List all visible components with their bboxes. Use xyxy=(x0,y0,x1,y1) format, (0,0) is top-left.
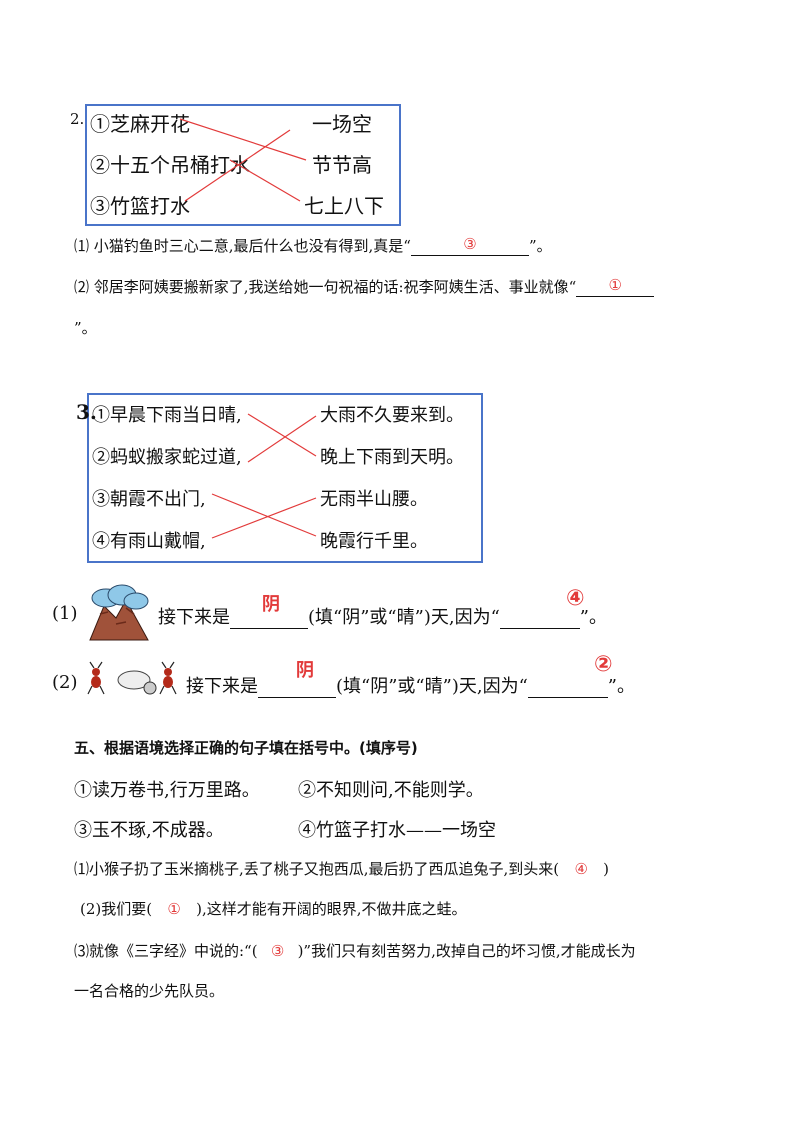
q3-s1-reason-answer: ④ xyxy=(566,586,585,611)
q5-s1-end: ) xyxy=(603,860,610,878)
q5-s3-answer: ③ xyxy=(270,942,285,960)
q5-sentence-3-line2: 一名合格的少先队员。 xyxy=(74,982,225,1000)
q5-sentence-2: (2)我们要( ① ),这样才能有开阔的眼界,不做井底之蛙。 xyxy=(80,898,467,919)
q2-sub2: ⑵ 邻居李阿姨要搬新家了,我送给她一句祝福的话:祝李阿姨生活、事业就像“ ① xyxy=(74,276,655,297)
q5-s2-text: (2)我们要( xyxy=(80,900,153,918)
q5-s3-text: ⑶就像《三字经》中说的:“( xyxy=(74,942,258,960)
q3-s2-text-c: ”。 xyxy=(607,676,635,697)
cloud-mountain-icon xyxy=(89,584,149,641)
q3-right-4: 晚霞行千里。 xyxy=(320,531,428,552)
q5-s2-slot[interactable]: ① xyxy=(152,900,196,918)
q3-s1-weather-blank[interactable] xyxy=(230,608,308,629)
q3-s1-reason-blank[interactable] xyxy=(499,608,580,629)
q3-s2-reason-blank[interactable] xyxy=(527,677,608,698)
q5-s3-end: )”我们只有刻苦努力,改掉自己的坏习惯,才能成长为 xyxy=(297,942,636,960)
q3-right-3: 无雨半山腰。 xyxy=(320,489,428,510)
q2-number: 2. xyxy=(70,110,85,128)
q3-s1-text-a: 接下来是 xyxy=(158,607,230,628)
q2-sub2-end: ”。 xyxy=(74,319,97,337)
q5-sentence-3: ⑶就像《三字经》中说的:“( ③ )”我们只有刻苦努力,改掉自己的坏习惯,才能成长为 xyxy=(74,940,636,961)
q5-option-4: ④竹篮子打水——一场空 xyxy=(298,820,496,841)
q2-right-1: 一场空 xyxy=(312,112,372,136)
q3-left-2: ②蚂蚁搬家蛇过道, xyxy=(92,447,242,468)
q5-s2-end: ),这样才能有开阔的眼界,不做井底之蛙。 xyxy=(196,900,467,918)
q3-s1-text-b: (填“阴”或“晴”)天,因为“ xyxy=(308,607,500,628)
q3-number: 3. xyxy=(76,400,97,424)
q3-s1: 接下来是 (填“阴”或“晴”)天,因为“ ”。 xyxy=(158,603,607,629)
q3-left-4: ④有雨山戴帽, xyxy=(92,531,206,552)
q3-right-1: 大雨不久要来到。 xyxy=(320,405,464,426)
q5-option-2: ②不知则问,不能则学。 xyxy=(298,780,484,801)
q3-s1-text-c: ”。 xyxy=(579,607,607,628)
q2-right-2: 节节高 xyxy=(312,153,372,177)
q2-sub1: ⑴ 小猫钓鱼时三心二意,最后什么也没有得到,真是“ ③ ”。 xyxy=(74,235,552,256)
q2-sub2-text: ⑵ 邻居李阿姨要搬新家了,我送给她一句祝福的话:祝李阿姨生活、事业就像“ xyxy=(74,278,577,296)
q2-left-1: ①芝麻开花 xyxy=(90,112,190,136)
q2-sub2-answer: ① xyxy=(608,276,622,294)
q5-s3-slot[interactable]: ③ xyxy=(258,942,298,960)
q5-s1-answer: ④ xyxy=(574,860,588,878)
q5-title: 五、根据语境选择正确的句子填在括号中。(填序号) xyxy=(74,739,418,757)
q3-s2-weather-blank[interactable] xyxy=(258,677,336,698)
q3-s1-number: (1) xyxy=(52,603,78,624)
q3-s2-weather-answer: 阴 xyxy=(296,660,314,681)
q2-match-box xyxy=(85,104,401,226)
q2-sub1-end: ”。 xyxy=(528,237,552,255)
q5-option-1: ①读万卷书,行万里路。 xyxy=(74,780,260,801)
q2-sub2-blank[interactable]: ① xyxy=(576,276,655,297)
q5-sentence-1: ⑴小猴子扔了玉米摘桃子,丢了桃子又抱西瓜,最后扔了西瓜追兔子,到头来( ④) xyxy=(74,858,609,879)
q2-left-2: ②十五个吊桶打水 xyxy=(90,153,250,177)
q2-left-3: ③竹篮打水 xyxy=(90,194,190,218)
q3-s2-reason-answer: ② xyxy=(594,652,613,677)
q2-right-3: 七上八下 xyxy=(304,194,384,218)
q3-left-3: ③朝霞不出门, xyxy=(92,489,206,510)
q5-s2-answer: ① xyxy=(167,900,181,918)
q3-s2-text-a: 接下来是 xyxy=(186,676,258,697)
q2-sub1-answer: ③ xyxy=(463,235,477,253)
q3-s2: 接下来是 (填“阴”或“晴”)天,因为“ ”。 xyxy=(186,672,635,698)
q3-s2-number: (2) xyxy=(52,672,78,693)
ants-moving-icon xyxy=(87,661,177,695)
q3-s1-weather-answer: 阴 xyxy=(262,594,280,615)
q2-sub1-blank[interactable]: ③ xyxy=(410,235,529,256)
q3-right-2: 晚上下雨到天明。 xyxy=(320,447,464,468)
q3-s2-text-b: (填“阴”或“晴”)天,因为“ xyxy=(336,676,528,697)
q5-option-3: ③玉不琢,不成器。 xyxy=(74,820,224,841)
q5-s1-text: ⑴小猴子扔了玉米摘桃子,丢了桃子又抱西瓜,最后扔了西瓜追兔子,到头来( xyxy=(74,860,560,878)
q2-sub1-text: ⑴ 小猫钓鱼时三心二意,最后什么也没有得到,真是“ xyxy=(74,237,411,255)
q3-match-box xyxy=(87,393,483,563)
q5-s1-slot[interactable]: ④ xyxy=(559,860,603,878)
q3-left-1: ①早晨下雨当日晴, xyxy=(92,405,242,426)
